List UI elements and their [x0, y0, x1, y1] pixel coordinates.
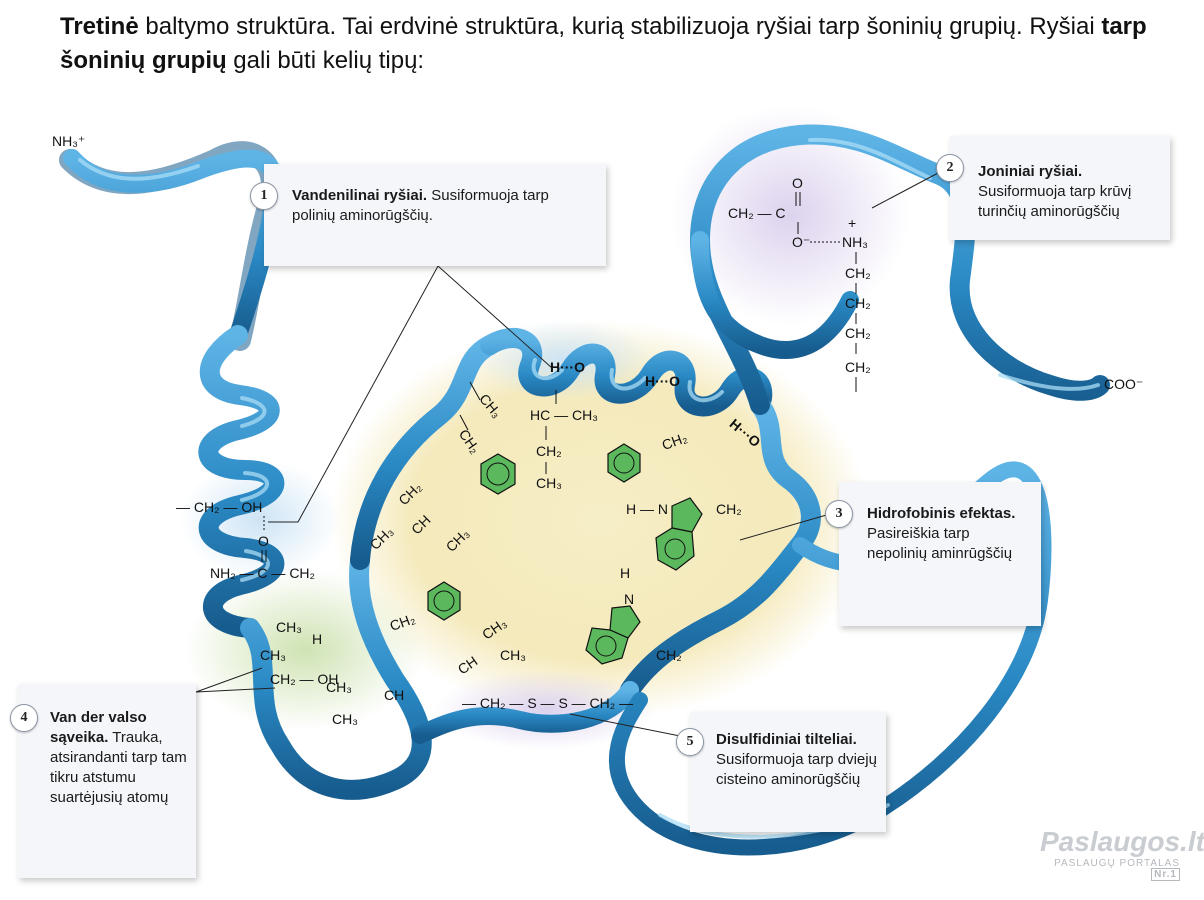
phe-ring-3	[427, 581, 461, 621]
callout-body-2: Susiformuoja tarp krūvį turinčių aminorū…	[978, 183, 1132, 220]
phe-ring-1-inner	[486, 462, 510, 486]
ionic-bond-chemistry: O CH₂ — C O⁻ + NH₃ CH₂ CH₂ CH₂ CH₂	[728, 175, 871, 392]
leader-hydrophobic	[739, 513, 831, 541]
ionic-o-minus: O⁻	[792, 234, 810, 250]
trp1-h-n: H — N	[626, 501, 668, 517]
trp2-6ring	[585, 627, 629, 665]
callout-body-3: Pasireiškia tarp nepolinių aminrūgščių	[867, 525, 1013, 562]
callout-title-5: Disulfidiniai tilteliai.	[716, 731, 857, 748]
callout-van-der-waals: 4 Van der valso sąveika. Trauka, atsiran…	[10, 684, 196, 878]
watermark-nr: Nr.1	[1151, 868, 1180, 881]
ionic-plus: +	[848, 215, 856, 231]
callout-ionic-bonds: 2 Joniniai ryšiai. Susiformuoja tarp krū…	[936, 136, 1170, 240]
leu-ch2: CH₂	[536, 443, 562, 459]
trp1-6ring	[655, 527, 695, 571]
lys-ch2-4: CH₂	[845, 359, 871, 375]
lys-ch2-3: CH₂	[845, 325, 871, 341]
callout-number-4: 4	[10, 704, 38, 732]
callout-text-4: Van der valso sąveika. Trauka, atsiranda…	[50, 708, 190, 808]
n-terminus-label: NH₃⁺	[52, 133, 85, 149]
callout-text-3: Hidrofobinis efektas. Pasireiškia tarp n…	[867, 504, 1032, 564]
phe-ring-2-inner	[613, 452, 635, 474]
vdw-h: H	[312, 631, 322, 647]
callout-text-5: Disulfidiniai tilteliai. Susiformuoja ta…	[716, 730, 881, 790]
hydrophobic-core-chemistry: CH₃ CH₂ HC — CH₃ CH₂ CH₃ CH₂ CH CH₃ CH₃ …	[367, 381, 742, 665]
ionic-o-double: O	[792, 175, 803, 191]
vdw-ch3-1: CH₃	[276, 619, 302, 635]
trp1-ch2: CH₂	[716, 501, 742, 517]
hbond-label-1: H···O	[550, 359, 585, 375]
callout-number-1: 1	[250, 182, 278, 210]
trp2-n: N	[624, 591, 634, 607]
trp1-5ring	[671, 497, 703, 533]
watermark-subtitle: PASLAUGŲ PORTALAS Nr.1	[1040, 858, 1180, 881]
disulfide-region-glow	[435, 670, 655, 750]
asn-nh2-c-ch2: NH₂ — C — CH₂	[210, 565, 315, 581]
ionic-ch2-c: CH₂ — C	[728, 205, 786, 221]
vdw-right-ch3-b: CH₃	[500, 647, 526, 663]
leader-lines	[195, 171, 941, 737]
trp2-inner	[595, 635, 617, 657]
vdw-ch3-2: CH₃	[260, 647, 286, 663]
callout-body-1: Susiformuoja tarp polinių aminorūgščių.	[292, 187, 549, 224]
callout-title-1: Vandenilinai ryšiai.	[292, 187, 428, 204]
watermark: Paslaugos.lt PASLAUGŲ PORTALAS Nr.1	[1040, 826, 1204, 881]
callout-title-4: Van der valso sąveika.	[50, 709, 147, 746]
phe-ring-2	[607, 443, 641, 483]
ser-asn-hbond-chemistry: — CH₂ — OH O NH₂ — C — CH₂	[176, 499, 315, 581]
leu-hc-ch3: HC — CH₃	[530, 407, 598, 423]
vdw-ch3-4: CH₃	[332, 711, 358, 727]
trp1-inner	[664, 538, 686, 560]
callout-number-5: 5	[676, 728, 704, 756]
leader-hbond-1	[268, 265, 553, 523]
leader-vdw	[195, 667, 276, 693]
callout-body-5: Susiformuoja tarp dviejų cisteino aminor…	[716, 751, 877, 788]
trp2-h: H	[620, 565, 630, 581]
c-terminus-label: COO⁻	[1104, 376, 1143, 392]
lys-ch2-2: CH₂	[845, 295, 871, 311]
title-bold-tretine: Tretinė	[60, 13, 139, 40]
leu-ch3: CH₃	[536, 475, 562, 491]
callout-body-4: Trauka, atsirandanti tarp tam tikru atst…	[50, 729, 187, 806]
title-text-end: gali būti kelių tipų:	[226, 47, 425, 74]
leader-disulfide	[569, 713, 681, 737]
phe-ring-1	[480, 453, 516, 495]
trp2-ch2: CH₂	[656, 647, 682, 663]
trp2-5ring	[609, 605, 641, 639]
ionic-nh3: NH₃	[842, 234, 868, 250]
page-title: Tretinė baltymo struktūra. Tai erdvinė s…	[60, 10, 1190, 78]
title-bold-sidegroups: tarp šoninių grupių	[60, 13, 1147, 74]
callout-disulfide-bridges: 5 Disulfidiniai tilteliai. Susiformuoja …	[676, 712, 886, 832]
vdw-ch3-3: CH₃	[326, 679, 352, 695]
callout-text-2: Joniniai ryšiai. Susiformuoja tarp krūvį…	[978, 162, 1158, 222]
callout-text-1: Vandenilinai ryšiai. Susiformuoja tarp p…	[292, 186, 592, 226]
callout-number-2: 2	[936, 154, 964, 182]
phe-ring-3-inner	[433, 590, 455, 612]
watermark-logo: Paslaugos.lt	[1040, 826, 1204, 857]
vdw-ch2-oh: CH₂ — OH	[270, 671, 338, 687]
core-bond-b	[459, 414, 469, 431]
callout-title-2: Joniniai ryšiai.	[978, 163, 1083, 180]
callout-number-3: 3	[825, 500, 853, 528]
core-bond-a	[469, 381, 481, 401]
title-text: baltymo struktūra. Tai erdvinė struktūra…	[138, 13, 1102, 40]
watermark-portal: PASLAUGŲ PORTALAS	[1054, 858, 1180, 869]
disulfide-chain: — CH₂ — S — S — CH₂ —	[462, 695, 633, 711]
asn-o: O	[258, 533, 269, 549]
hbond-label-2: H···O	[645, 373, 680, 389]
leader-ionic	[871, 171, 941, 209]
callout-hydrogen-bonds: 1 Vandenilinai ryšiai. Susiformuoja tarp…	[250, 164, 606, 266]
vdw-ch: CH	[384, 687, 404, 703]
lys-ch2-1: CH₂	[845, 265, 871, 281]
callout-hydrophobic-effect: 3 Hidrofobinis efektas. Pasireiškia tarp…	[825, 482, 1041, 626]
ser-ch2-oh: — CH₂ — OH	[176, 499, 262, 515]
callout-title-3: Hidrofobinis efektas.	[867, 505, 1016, 522]
